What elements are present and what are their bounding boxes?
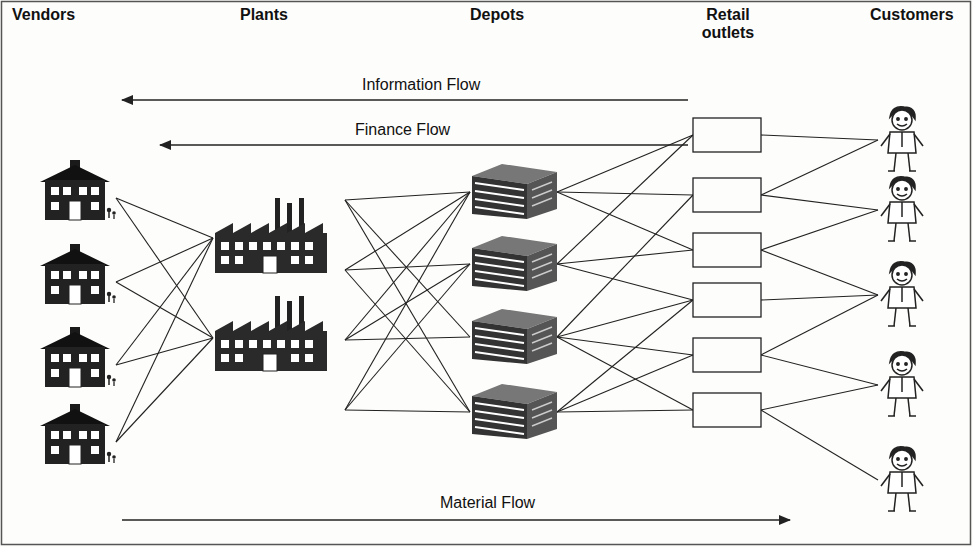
customer-icon	[881, 447, 923, 511]
retail-outlet-box	[693, 338, 761, 372]
customer-icons	[881, 107, 923, 511]
link-line	[557, 250, 693, 264]
column-heading: Plants	[240, 6, 288, 24]
link-line	[557, 192, 693, 195]
vendor-icon	[40, 404, 116, 464]
link-line	[761, 195, 878, 210]
link-line	[116, 338, 213, 442]
link-line	[116, 338, 213, 365]
vendor-icons	[40, 160, 116, 464]
link-line	[345, 192, 470, 410]
link-line	[761, 385, 878, 410]
link-line	[116, 238, 213, 442]
retail-outlet-box	[693, 233, 761, 267]
vendor-icon	[40, 244, 116, 304]
retail-outlet-box	[693, 178, 761, 212]
vendor-icon	[40, 327, 116, 387]
link-line	[345, 192, 470, 340]
link-line	[557, 300, 693, 337]
link-line	[761, 295, 878, 300]
link-line	[761, 295, 878, 355]
customer-icon	[881, 352, 923, 416]
link-line	[557, 300, 693, 412]
link-line	[345, 192, 470, 270]
information-flow-arrow	[122, 99, 688, 101]
flow-label: Information Flow	[362, 76, 480, 94]
link-line	[761, 135, 878, 140]
link-line	[761, 210, 878, 250]
link-line	[116, 238, 213, 365]
link-line	[761, 410, 878, 480]
link-line	[557, 135, 693, 192]
link-line	[557, 355, 693, 412]
link-line	[345, 192, 470, 200]
depot-icons	[472, 164, 557, 439]
customer-icon	[881, 107, 923, 171]
link-line	[557, 195, 693, 337]
finance-flow-arrow	[160, 144, 688, 146]
link-line	[345, 200, 470, 412]
flow-label: Finance Flow	[355, 121, 450, 139]
link-line	[345, 270, 470, 412]
link-line	[557, 337, 693, 355]
link-line	[345, 264, 470, 270]
link-line	[761, 355, 878, 385]
customer-icon	[881, 262, 923, 326]
link-line	[557, 337, 693, 410]
link-line	[557, 264, 693, 300]
link-line	[761, 140, 878, 195]
material-flow-arrow	[122, 519, 790, 521]
link-line	[557, 192, 693, 250]
plant-icons	[215, 198, 327, 371]
link-line	[116, 238, 213, 282]
depot-icon	[472, 164, 557, 219]
column-heading: Depots	[470, 6, 524, 24]
link-line	[345, 410, 470, 412]
link-lines	[116, 135, 878, 480]
retail-outlet-boxes	[693, 118, 761, 427]
link-line	[345, 200, 470, 337]
link-line	[557, 410, 693, 412]
link-line	[345, 264, 470, 410]
column-heading: Customers	[870, 6, 954, 24]
plant-icon	[215, 296, 327, 371]
link-line	[557, 135, 693, 264]
plant-icon	[215, 198, 327, 273]
depot-icon	[472, 384, 557, 439]
flow-arrows	[122, 100, 790, 520]
depot-icon	[472, 309, 557, 364]
link-line	[116, 282, 213, 338]
customer-icon	[881, 177, 923, 241]
depot-icon	[472, 236, 557, 291]
vendor-icon	[40, 160, 116, 220]
link-line	[116, 198, 213, 238]
retail-outlet-box	[693, 283, 761, 317]
link-line	[761, 250, 878, 295]
flow-label: Material Flow	[440, 494, 535, 512]
column-heading: Retail outlets	[690, 6, 766, 42]
column-heading: Vendors	[12, 6, 75, 24]
retail-outlet-box	[693, 393, 761, 427]
retail-outlet-box	[693, 118, 761, 152]
